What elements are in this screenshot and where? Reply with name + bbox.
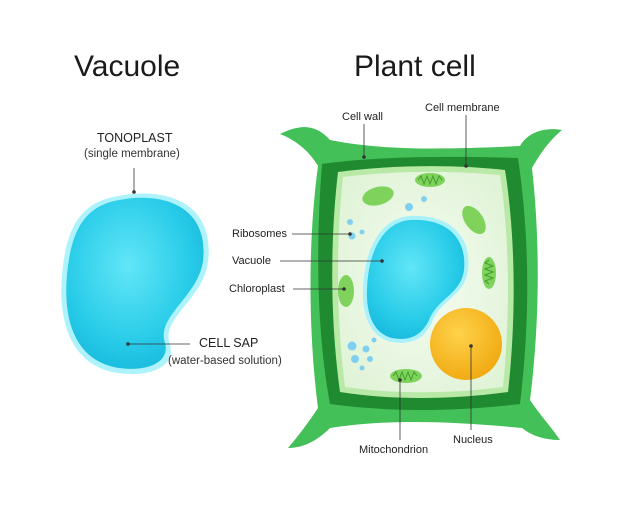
ribosomes — [347, 196, 427, 371]
cell-sap-pointer-dot — [126, 342, 130, 346]
chloroplast-label: Chloroplast — [229, 283, 285, 295]
chloroplast — [462, 205, 486, 235]
plant-cell-leader-lines — [280, 115, 472, 440]
tonoplast-label: TONOPLAST — [97, 131, 173, 145]
mitochondrion — [390, 369, 422, 383]
mitochondrion — [482, 257, 496, 289]
cell-wall-label: Cell wall — [342, 111, 383, 123]
cell-sap-note: (water-based solution) — [168, 355, 282, 367]
central-vacuole-sap — [366, 219, 465, 339]
vacuole-leader-lines — [128, 168, 190, 345]
mitochondrion — [415, 173, 445, 187]
plant-cell-title: Plant cell — [354, 50, 476, 83]
chloroplast — [338, 275, 354, 307]
plant-cell-pointer-dots — [342, 155, 473, 382]
plant-cell — [280, 127, 562, 448]
tonoplast-note: (single membrane) — [84, 148, 180, 160]
standalone-vacuole — [61, 193, 209, 375]
cell-membrane-label: Cell membrane — [425, 102, 500, 114]
vacuole-label: Vacuole — [232, 255, 271, 267]
nucleus-label: Nucleus — [453, 434, 493, 446]
cell-sap — [66, 197, 204, 369]
chloroplast — [362, 186, 394, 206]
nucleus — [430, 308, 502, 380]
cell-sap-label: CELL SAP — [199, 336, 259, 350]
ribosomes-label: Ribosomes — [232, 228, 288, 240]
mitochondrion-label: Mitochondrion — [359, 444, 429, 456]
vacuole-title: Vacuole — [74, 50, 181, 83]
tonoplast-pointer-dot — [132, 190, 136, 194]
